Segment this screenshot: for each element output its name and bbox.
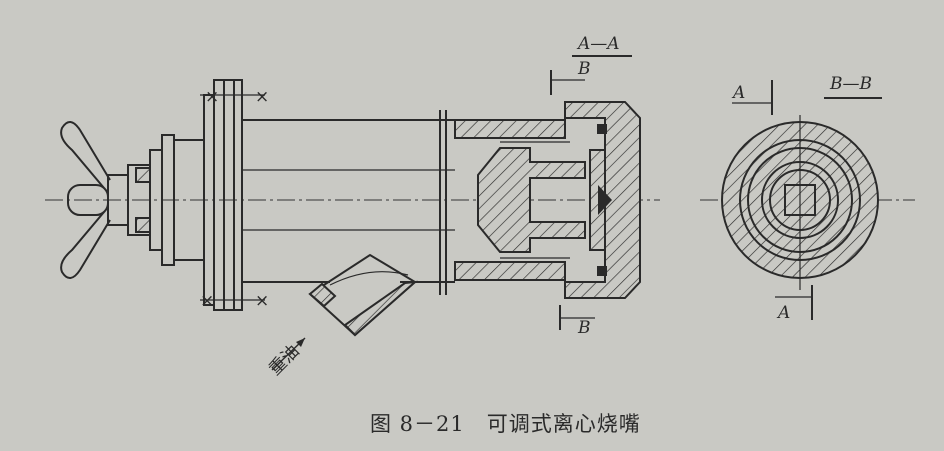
svg-text:×: × <box>200 291 214 311</box>
section-a-bottom-label: A <box>776 303 790 323</box>
oil-inlet-pipe: 重油 <box>265 253 418 380</box>
section-aa-label: A—A <box>576 34 620 54</box>
figure-caption: 图 8－21 可调式离心烧嘴 <box>370 412 641 436</box>
flange-assembly: × × × × <box>149 79 269 311</box>
section-a-top-label: A <box>731 83 745 103</box>
section-aa-sub-label: B <box>577 59 591 79</box>
svg-text:×: × <box>255 291 269 311</box>
section-bb-view <box>721 80 879 320</box>
oil-inlet-label: 重油 <box>265 341 303 379</box>
section-bb-label: B—B <box>829 74 872 94</box>
svg-text:×: × <box>255 87 269 107</box>
svg-text:×: × <box>205 87 219 107</box>
section-b-arrow-label: B <box>577 318 591 338</box>
nozzle-section <box>454 70 641 330</box>
burner-tube <box>242 110 455 295</box>
